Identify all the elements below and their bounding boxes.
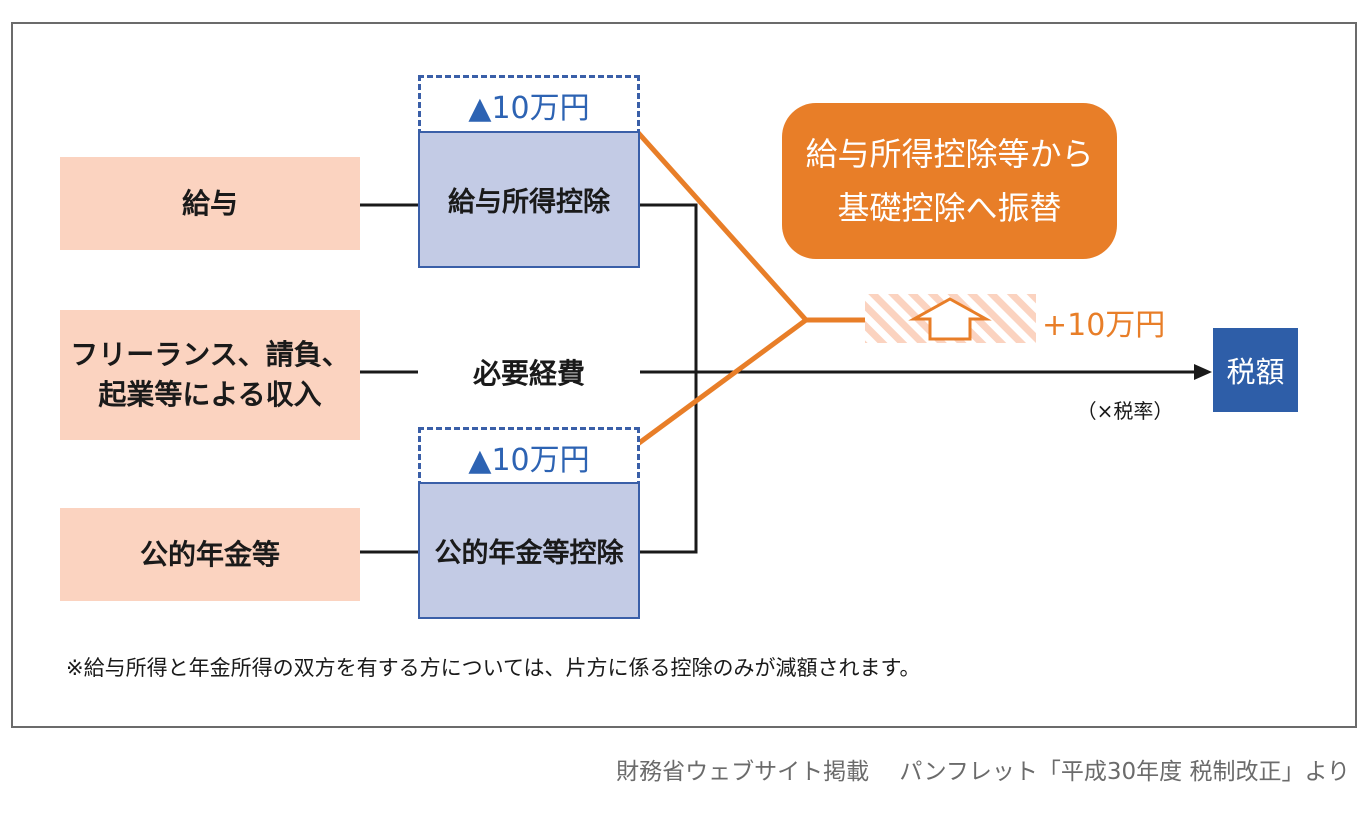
tax-amount: 税額 [1213, 328, 1298, 412]
footnote: ※給与所得と年金所得の双方を有する方については、片方に係る控除のみが減額されます… [66, 656, 921, 680]
pension-deduction: 公的年金等控除 [418, 482, 640, 619]
salary-deduction-change-label: ▲10万円 [468, 91, 590, 126]
source-pension-label: 公的年金等 [139, 537, 280, 571]
shift-callout-line1: 給与所得控除等から [805, 135, 1094, 173]
source-freelance: フリーランス、請負、 起業等による収入 [60, 310, 360, 440]
necessary-expenses-label: 必要経費 [472, 357, 585, 390]
shift-callout: 給与所得控除等から 基礎控除へ振替 [782, 103, 1117, 259]
orange-line-from-pension [614, 317, 808, 463]
source-freelance-line2: 起業等による収入 [98, 378, 322, 411]
tax-amount-label: 税額 [1226, 355, 1285, 389]
tax-rate: （×税率） [1060, 392, 1190, 426]
pension-deduction-change-label: ▲10万円 [468, 443, 590, 478]
source-salary: 給与 [60, 157, 360, 250]
shift-callout-line2: 基礎控除へ振替 [837, 189, 1062, 227]
source-credit: 財務省ウェブサイト掲載 パンフレット「平成30年度 税制改正」より [616, 759, 1350, 785]
source-freelance-line1: フリーランス、請負、 [70, 338, 350, 371]
pension-deduction-label: 公的年金等控除 [434, 538, 624, 569]
arrow-to-tax [1194, 364, 1212, 380]
salary-deduction-label: 給与所得控除 [448, 187, 610, 218]
source-salary-label: 給与 [181, 186, 238, 220]
connector-salary-right [640, 203, 698, 554]
basic-deduction-change-label: +10万円 [1042, 308, 1166, 343]
diagram-frame [11, 22, 1357, 728]
basic-deduction-change: +10万円 [1042, 302, 1182, 343]
salary-deduction-change: ▲10万円 [418, 75, 640, 135]
salary-deduction: 給与所得控除 [418, 131, 640, 268]
source-pension: 公的年金等 [60, 508, 360, 601]
pension-deduction-change: ▲10万円 [418, 427, 640, 487]
necessary-expenses: 必要経費 [418, 344, 640, 400]
up-arrow-icon [908, 297, 992, 341]
orange-line-from-salary [614, 106, 808, 322]
tax-rate-label: （×税率） [1076, 398, 1174, 423]
